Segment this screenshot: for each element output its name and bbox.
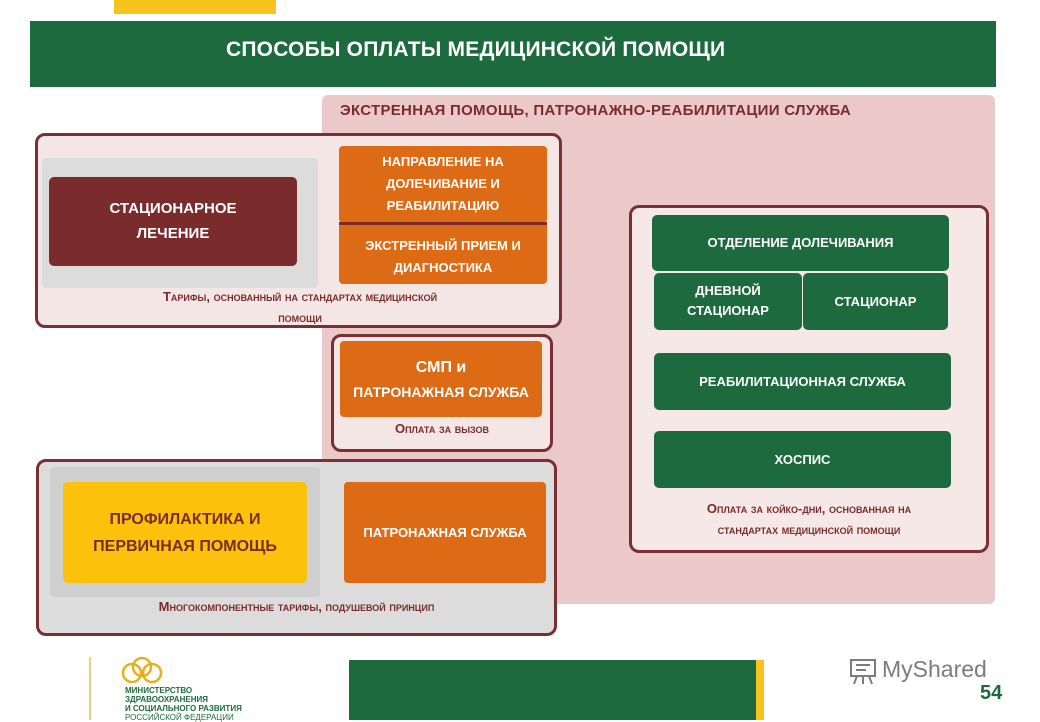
rehab-service-box: РЕАБИЛИТАЦИОННАЯ СЛУЖБА bbox=[654, 353, 951, 410]
page-number: 54 bbox=[980, 682, 1003, 704]
day-hospital-line1: ДНЕВНОЙ bbox=[695, 283, 761, 298]
prevention-line2: ПЕРВИЧНАЯ ПОМОЩЬ bbox=[93, 538, 277, 555]
footer-green-block bbox=[349, 660, 756, 720]
standard-tariffs-label: Тарифы, основанный на стандартах медицин… bbox=[40, 286, 560, 328]
rehab-referral-line3: РЕАБИЛИТАЦИЮ bbox=[386, 198, 500, 213]
inpatient-line2: ЛЕЧЕНИЕ bbox=[136, 225, 210, 242]
hospital-box: СТАЦИОНАР bbox=[803, 273, 948, 330]
hospice-box: ХОСПИС bbox=[654, 431, 951, 488]
prevention-box: ПРОФИЛАКТИКА И ПЕРВИЧНАЯ ПОМОЩЬ bbox=[63, 482, 307, 583]
footer-yellow-stripe bbox=[756, 660, 764, 720]
ministry-logo-icon bbox=[121, 656, 163, 684]
footer-divider bbox=[89, 657, 91, 720]
presentation-board-icon bbox=[850, 658, 876, 685]
inpatient-treatment-box: СТАЦИОНАРНОЕ ЛЕЧЕНИЕ bbox=[49, 177, 297, 266]
multicomponent-label: Многокомпонентные тарифы, подушевой прин… bbox=[158, 599, 435, 614]
per-call-label: Оплата за вызов bbox=[394, 421, 490, 436]
inpatient-line1: СТАЦИОНАРНОЕ bbox=[109, 200, 237, 217]
page-title: СПОСОБЫ ОПЛАТЫ МЕДИЦИНСКОЙ ПОМОЩИ bbox=[226, 38, 726, 61]
standard-tariffs-label-line1: Тарифы, основанный на стандартах медицин… bbox=[162, 289, 438, 304]
patronage-service-box: ПАТРОНАЖНАЯ СЛУЖБА bbox=[344, 482, 546, 583]
smp-line2: ПАТРОНАЖНАЯ СЛУЖБА bbox=[353, 384, 529, 400]
ministry-line4: РОССИЙСКОЙ ФЕДЕРАЦИИ bbox=[125, 713, 234, 722]
emergency-admission-line1: ЭКСТРЕННЫЙ ПРИЕМ И bbox=[365, 238, 521, 253]
ministry-line2: ЗДРАВООХРАНЕНИЯ bbox=[125, 695, 208, 704]
ministry-name: МИНИСТЕРСТВО ЗДРАВООХРАНЕНИЯ И СОЦИАЛЬНО… bbox=[125, 686, 275, 722]
rehab-referral-box: НАПРАВЛЕНИЕ НА ДОЛЕЧИВАНИЕ И РЕАБИЛИТАЦИ… bbox=[339, 146, 547, 223]
ministry-line3: И СОЦИАЛЬНОГО РАЗВИТИЯ bbox=[125, 704, 242, 713]
day-hospital-line2: СТАЦИОНАР bbox=[687, 303, 769, 318]
aftercare-department-box: ОТДЕЛЕНИЕ ДОЛЕЧИВАНИЯ bbox=[652, 215, 949, 271]
day-hospital-box: ДНЕВНОЙ СТАЦИОНАР bbox=[654, 273, 802, 330]
prevention-line1: ПРОФИЛАКТИКА И bbox=[109, 511, 261, 528]
smp-box: СМП и ПАТРОНАЖНАЯ СЛУЖБА bbox=[340, 341, 542, 417]
top-accent-bar bbox=[114, 0, 276, 14]
bed-days-label-line1: Оплата за койко-дни, основанная на bbox=[706, 501, 912, 516]
bed-days-label-line2: стандартах медицинской помощи bbox=[717, 522, 901, 537]
watermark-text: MyShared bbox=[882, 656, 987, 682]
orange-box-divider bbox=[339, 222, 547, 225]
bed-days-label: Оплата за койко-дни, основанная на станд… bbox=[631, 498, 987, 540]
rehab-referral-line2: ДОЛЕЧИВАНИЕ И bbox=[386, 176, 500, 191]
emergency-admission-line2: ДИАГНОСТИКА bbox=[393, 260, 493, 275]
watermark: MyShared bbox=[848, 656, 987, 692]
standard-tariffs-label-line2: помощи bbox=[278, 310, 322, 325]
title-bar bbox=[30, 21, 996, 87]
rehab-referral-line1: НАПРАВЛЕНИЕ НА bbox=[382, 154, 504, 169]
emergency-zone-title: ЭКСТРЕННАЯ ПОМОЩЬ, ПАТРОНАЖНО-РЕАБИЛИТАЦ… bbox=[340, 102, 852, 119]
emergency-admission-box: ЭКСТРЕННЫЙ ПРИЕМ И ДИАГНОСТИКА bbox=[339, 225, 547, 284]
smp-line1: СМП и bbox=[415, 359, 467, 376]
ministry-line1: МИНИСТЕРСТВО bbox=[125, 686, 193, 695]
